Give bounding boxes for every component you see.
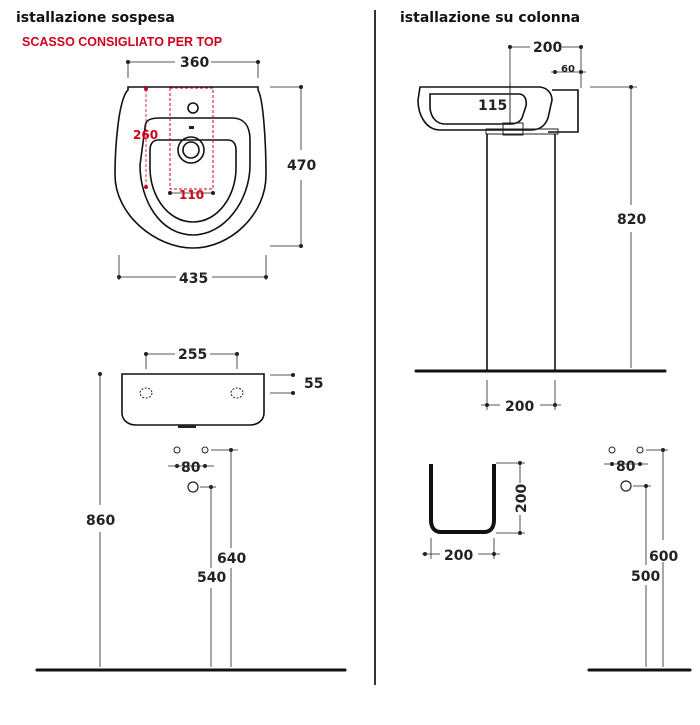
dim-depth: 470 [287,158,316,174]
title-pedestal-installation: istallazione su colonna [400,10,580,26]
dim-semi-width: 200 [444,548,473,564]
basin-front-view [121,373,265,428]
dim-col-supply-spacing: 80 [616,459,636,475]
dim-cutout-width: 110 [179,188,204,202]
cutout-note: SCASSO CONSIGLIATO PER TOP [22,35,222,49]
dim-semi-height: 200 [514,484,530,513]
dim-side-depth: 200 [533,40,562,56]
dim-bracket-spacing: 255 [178,347,207,363]
dim-wall-drain-height: 540 [197,570,226,586]
dim-side-rear: 60 [561,64,575,75]
basin-side-view [417,86,579,372]
semi-pedestal [429,464,496,534]
dim-wall-supply-spacing: 80 [181,460,201,476]
dim-wall-supply-height: 640 [217,551,246,567]
dim-wall-height: 860 [86,513,115,529]
basin-top-view [114,86,267,249]
dim-side-overflow: 115 [478,98,507,114]
dim-pedestal-height: 820 [617,212,646,228]
dim-top-width: 360 [180,55,209,71]
dim-col-supply-height: 600 [649,549,678,565]
dim-front-thickness: 55 [304,376,323,392]
title-wall-installation: istallazione sospesa [16,10,175,26]
dim-overall-width: 435 [179,271,208,287]
dim-cutout-height: 260 [133,128,158,142]
dim-pedestal-width: 200 [505,399,534,415]
dim-col-drain-height: 500 [631,569,660,585]
cutout-outline [169,87,214,190]
